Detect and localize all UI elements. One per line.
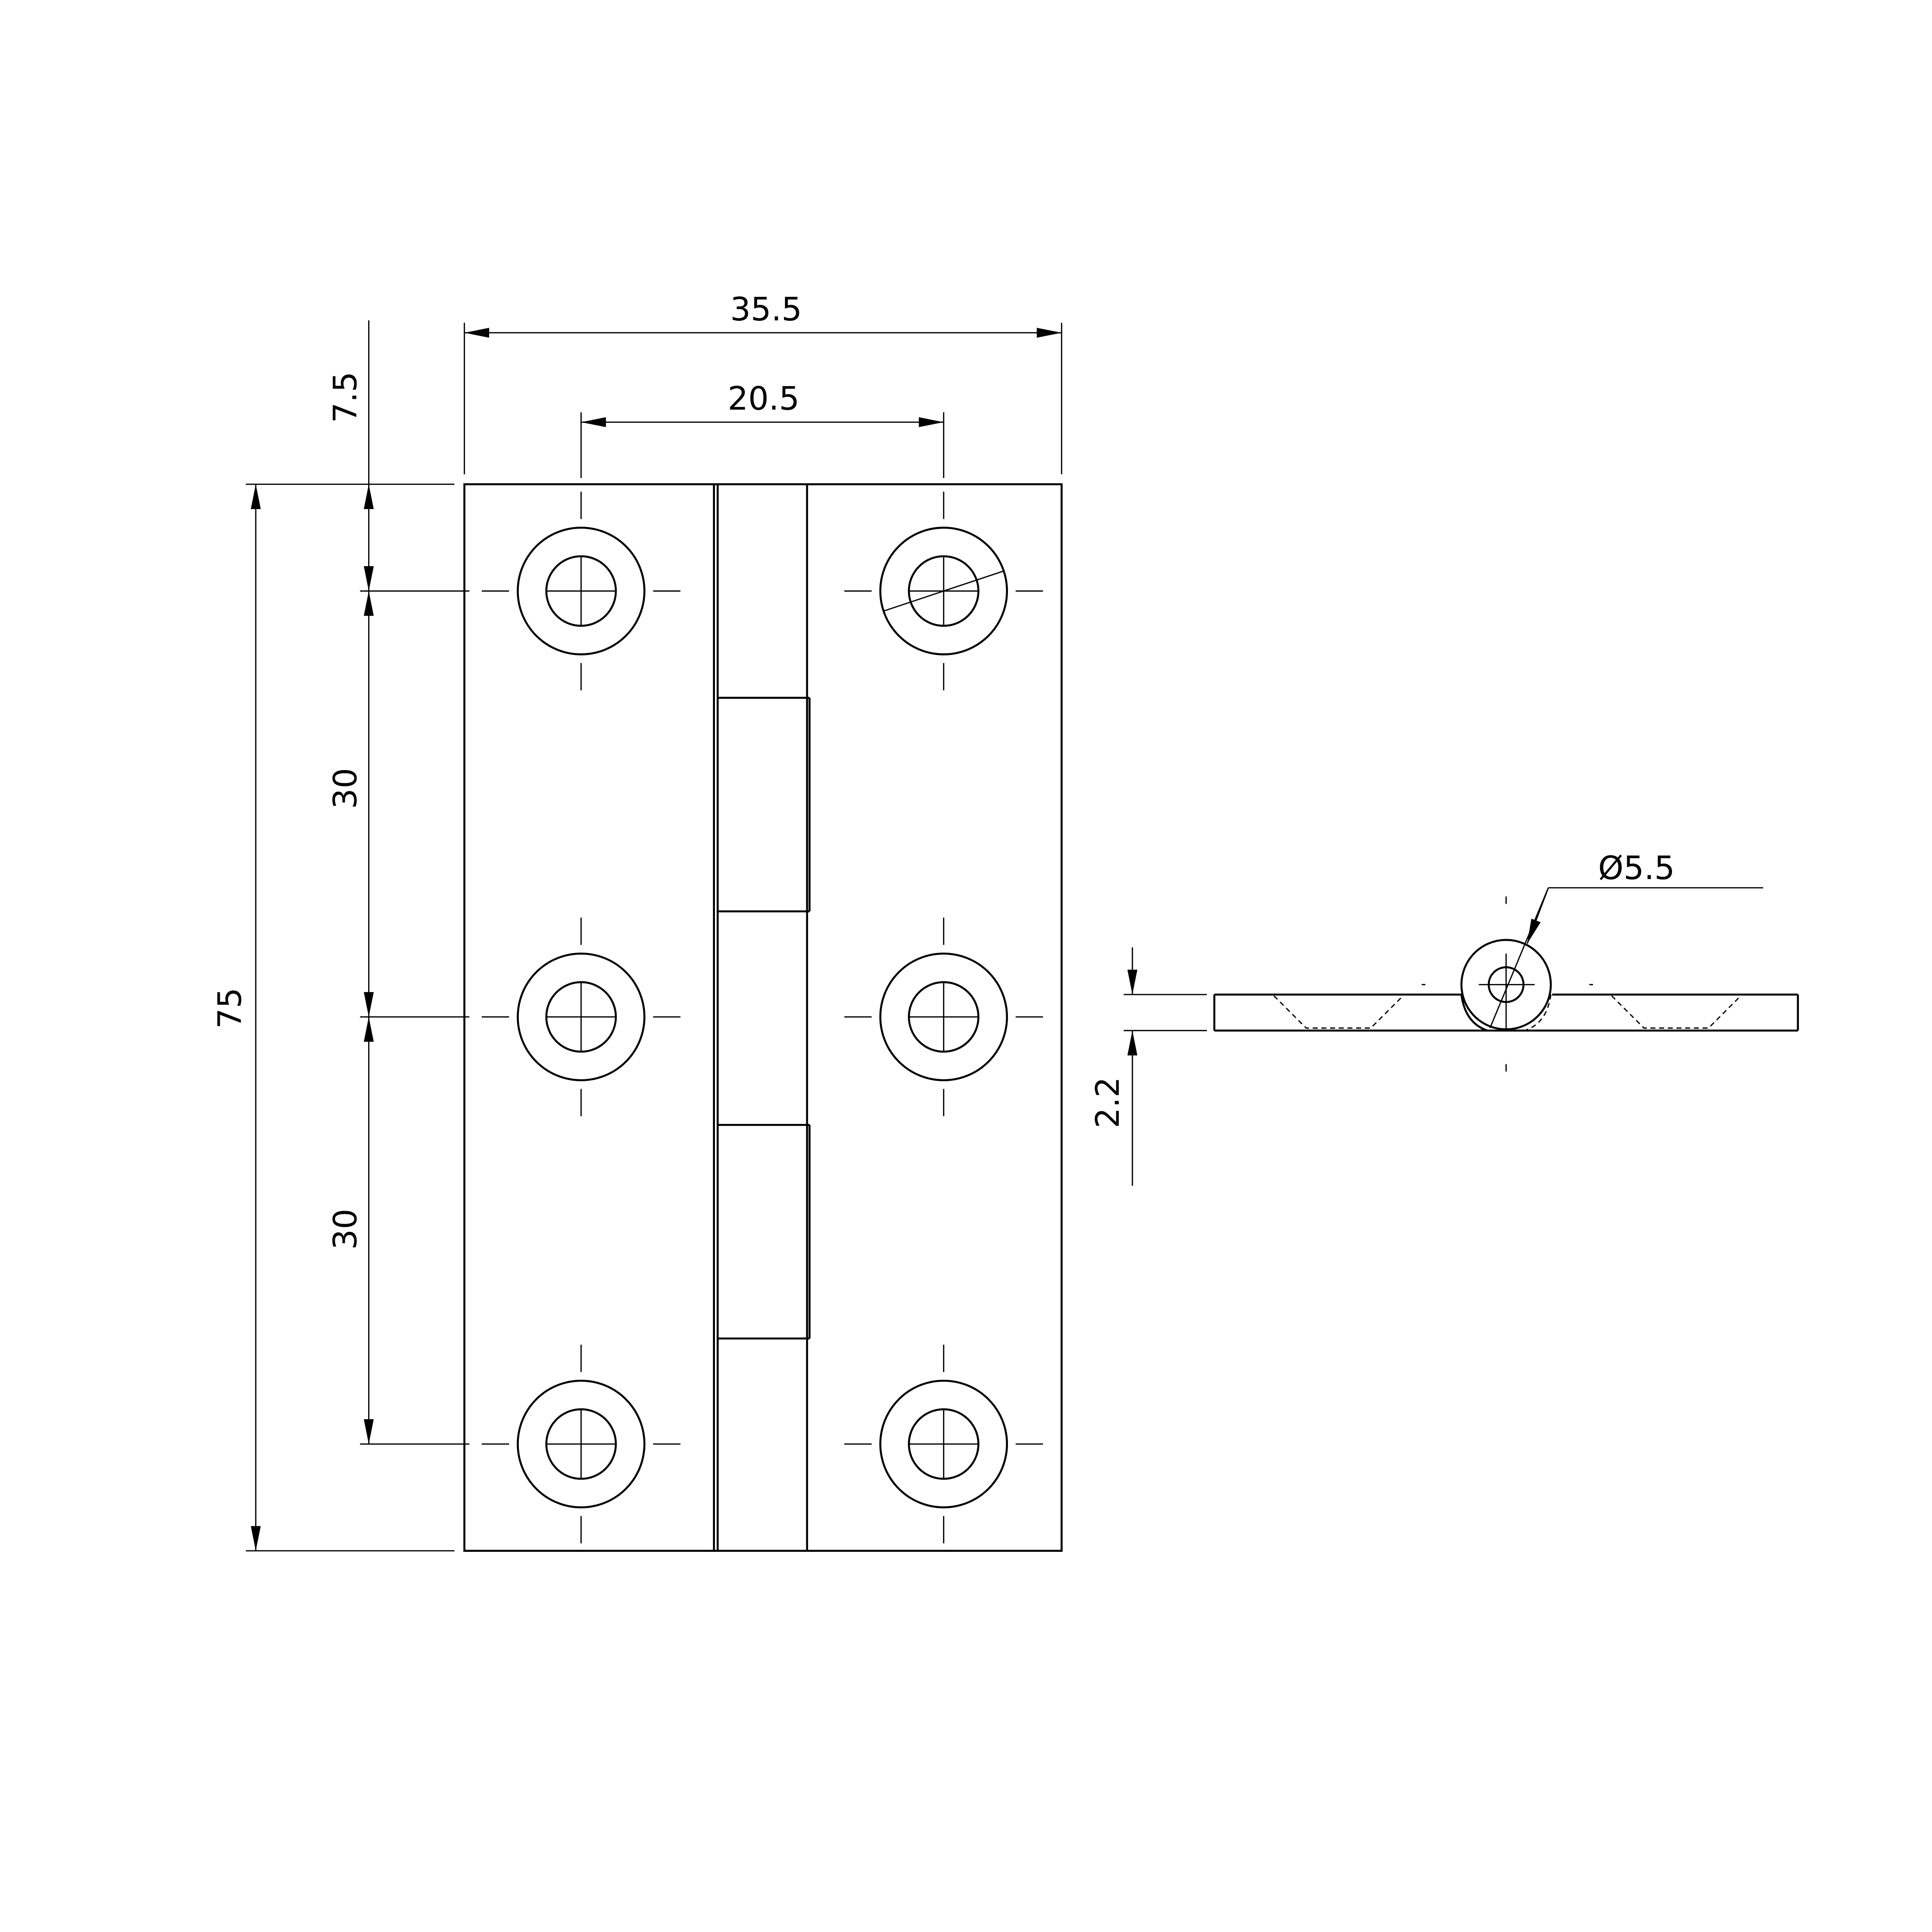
hole-countersink-circle bbox=[516, 952, 646, 1082]
diameter-line bbox=[884, 570, 1004, 612]
dim-hole-spacing-2: 30 bbox=[327, 1209, 364, 1250]
screw-holes bbox=[482, 491, 1043, 1543]
dim-edge-to-hole: 7.5 bbox=[327, 372, 364, 423]
hole-countersink-circle bbox=[516, 527, 646, 656]
hole-countersink-circle bbox=[516, 1379, 646, 1509]
hole-countersink-circle bbox=[879, 952, 1008, 1082]
front-view: 35.5 20.5 75 7.5 30 30 bbox=[211, 291, 1063, 1552]
hole-countersink-circle bbox=[879, 527, 1008, 656]
dim-pin-diameter: Ø5.5 bbox=[1598, 849, 1675, 887]
dim-thickness: 2.2 bbox=[1089, 1077, 1127, 1129]
side-view: Ø5.5 2.2 bbox=[1089, 849, 1799, 1186]
dim-overall-height: 75 bbox=[211, 988, 249, 1029]
dim-hole-spacing-horizontal: 20.5 bbox=[727, 380, 799, 418]
dim-overall-width: 35.5 bbox=[730, 291, 802, 328]
knuckles bbox=[713, 484, 811, 1551]
hole-countersink-circle bbox=[879, 1379, 1008, 1509]
hinge-plate-outline bbox=[463, 483, 1063, 1552]
dim-hole-spacing-1: 30 bbox=[327, 768, 364, 809]
